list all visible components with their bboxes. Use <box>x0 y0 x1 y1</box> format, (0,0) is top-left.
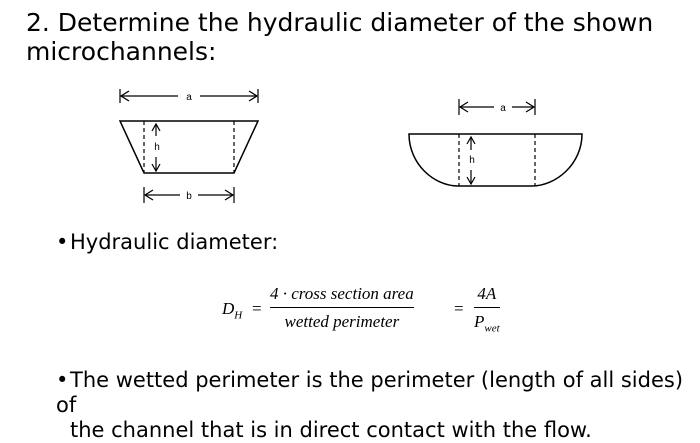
trap-top-arrow-right <box>248 90 259 102</box>
formula-fraction-2: 4A Pwet <box>474 284 500 334</box>
trap-bottom-arrow-left <box>143 189 154 201</box>
problem-title: 2. Determine the hydraulic diameter of t… <box>26 8 654 66</box>
formula-equals-2: = <box>454 299 464 318</box>
trap-height-arrow-down <box>151 163 161 173</box>
formula-denominator: wetted perimeter <box>284 312 400 331</box>
semi-label-h: h <box>469 155 475 166</box>
trap-top-arrow-left <box>119 90 130 102</box>
bullet-marker: • <box>56 230 69 254</box>
semi-top-arrow-left <box>458 101 469 113</box>
semi-height-arrow-down <box>466 176 476 186</box>
trap-bottom-arrow-right <box>224 189 235 201</box>
formula-fraction-1: 4 · cross section area wetted perimeter <box>270 284 414 332</box>
bullet-line-1: The wetted perimeter is the perimeter (l… <box>56 368 684 417</box>
bullet-wetted-perimeter: •The wetted perimeter is the perimeter (… <box>56 368 696 443</box>
channel-diagrams: a h b a h <box>118 89 583 203</box>
hydraulic-diameter-formula: DH = 4 · cross section area wetted perim… <box>222 280 542 340</box>
trap-height-arrow-up <box>151 122 161 132</box>
bullet-hydraulic-diameter: •Hydraulic diameter: <box>56 230 278 255</box>
bullet-marker: • <box>56 368 69 392</box>
trap-label-h: h <box>154 142 160 153</box>
formula-rhs-numerator: 4A <box>474 284 500 308</box>
semi-label-a: a <box>500 103 506 114</box>
formula-numerator: 4 · cross section area <box>270 284 414 308</box>
bullet-text: Hydraulic diameter: <box>70 230 279 254</box>
semi-top-arrow-right <box>525 101 536 113</box>
semi-height-arrow-up <box>466 135 476 145</box>
formula-rhs-denominator: Pwet <box>474 312 500 335</box>
bullet-line-2: the channel that is in direct contact wi… <box>70 418 592 442</box>
formula-lhs: DH <box>222 299 243 322</box>
semicircle-channel <box>408 133 583 187</box>
trapezoid-channel <box>118 120 260 174</box>
trap-label-a: a <box>186 92 192 103</box>
trap-label-b: b <box>186 191 192 202</box>
formula-equals-1: = <box>252 299 262 318</box>
